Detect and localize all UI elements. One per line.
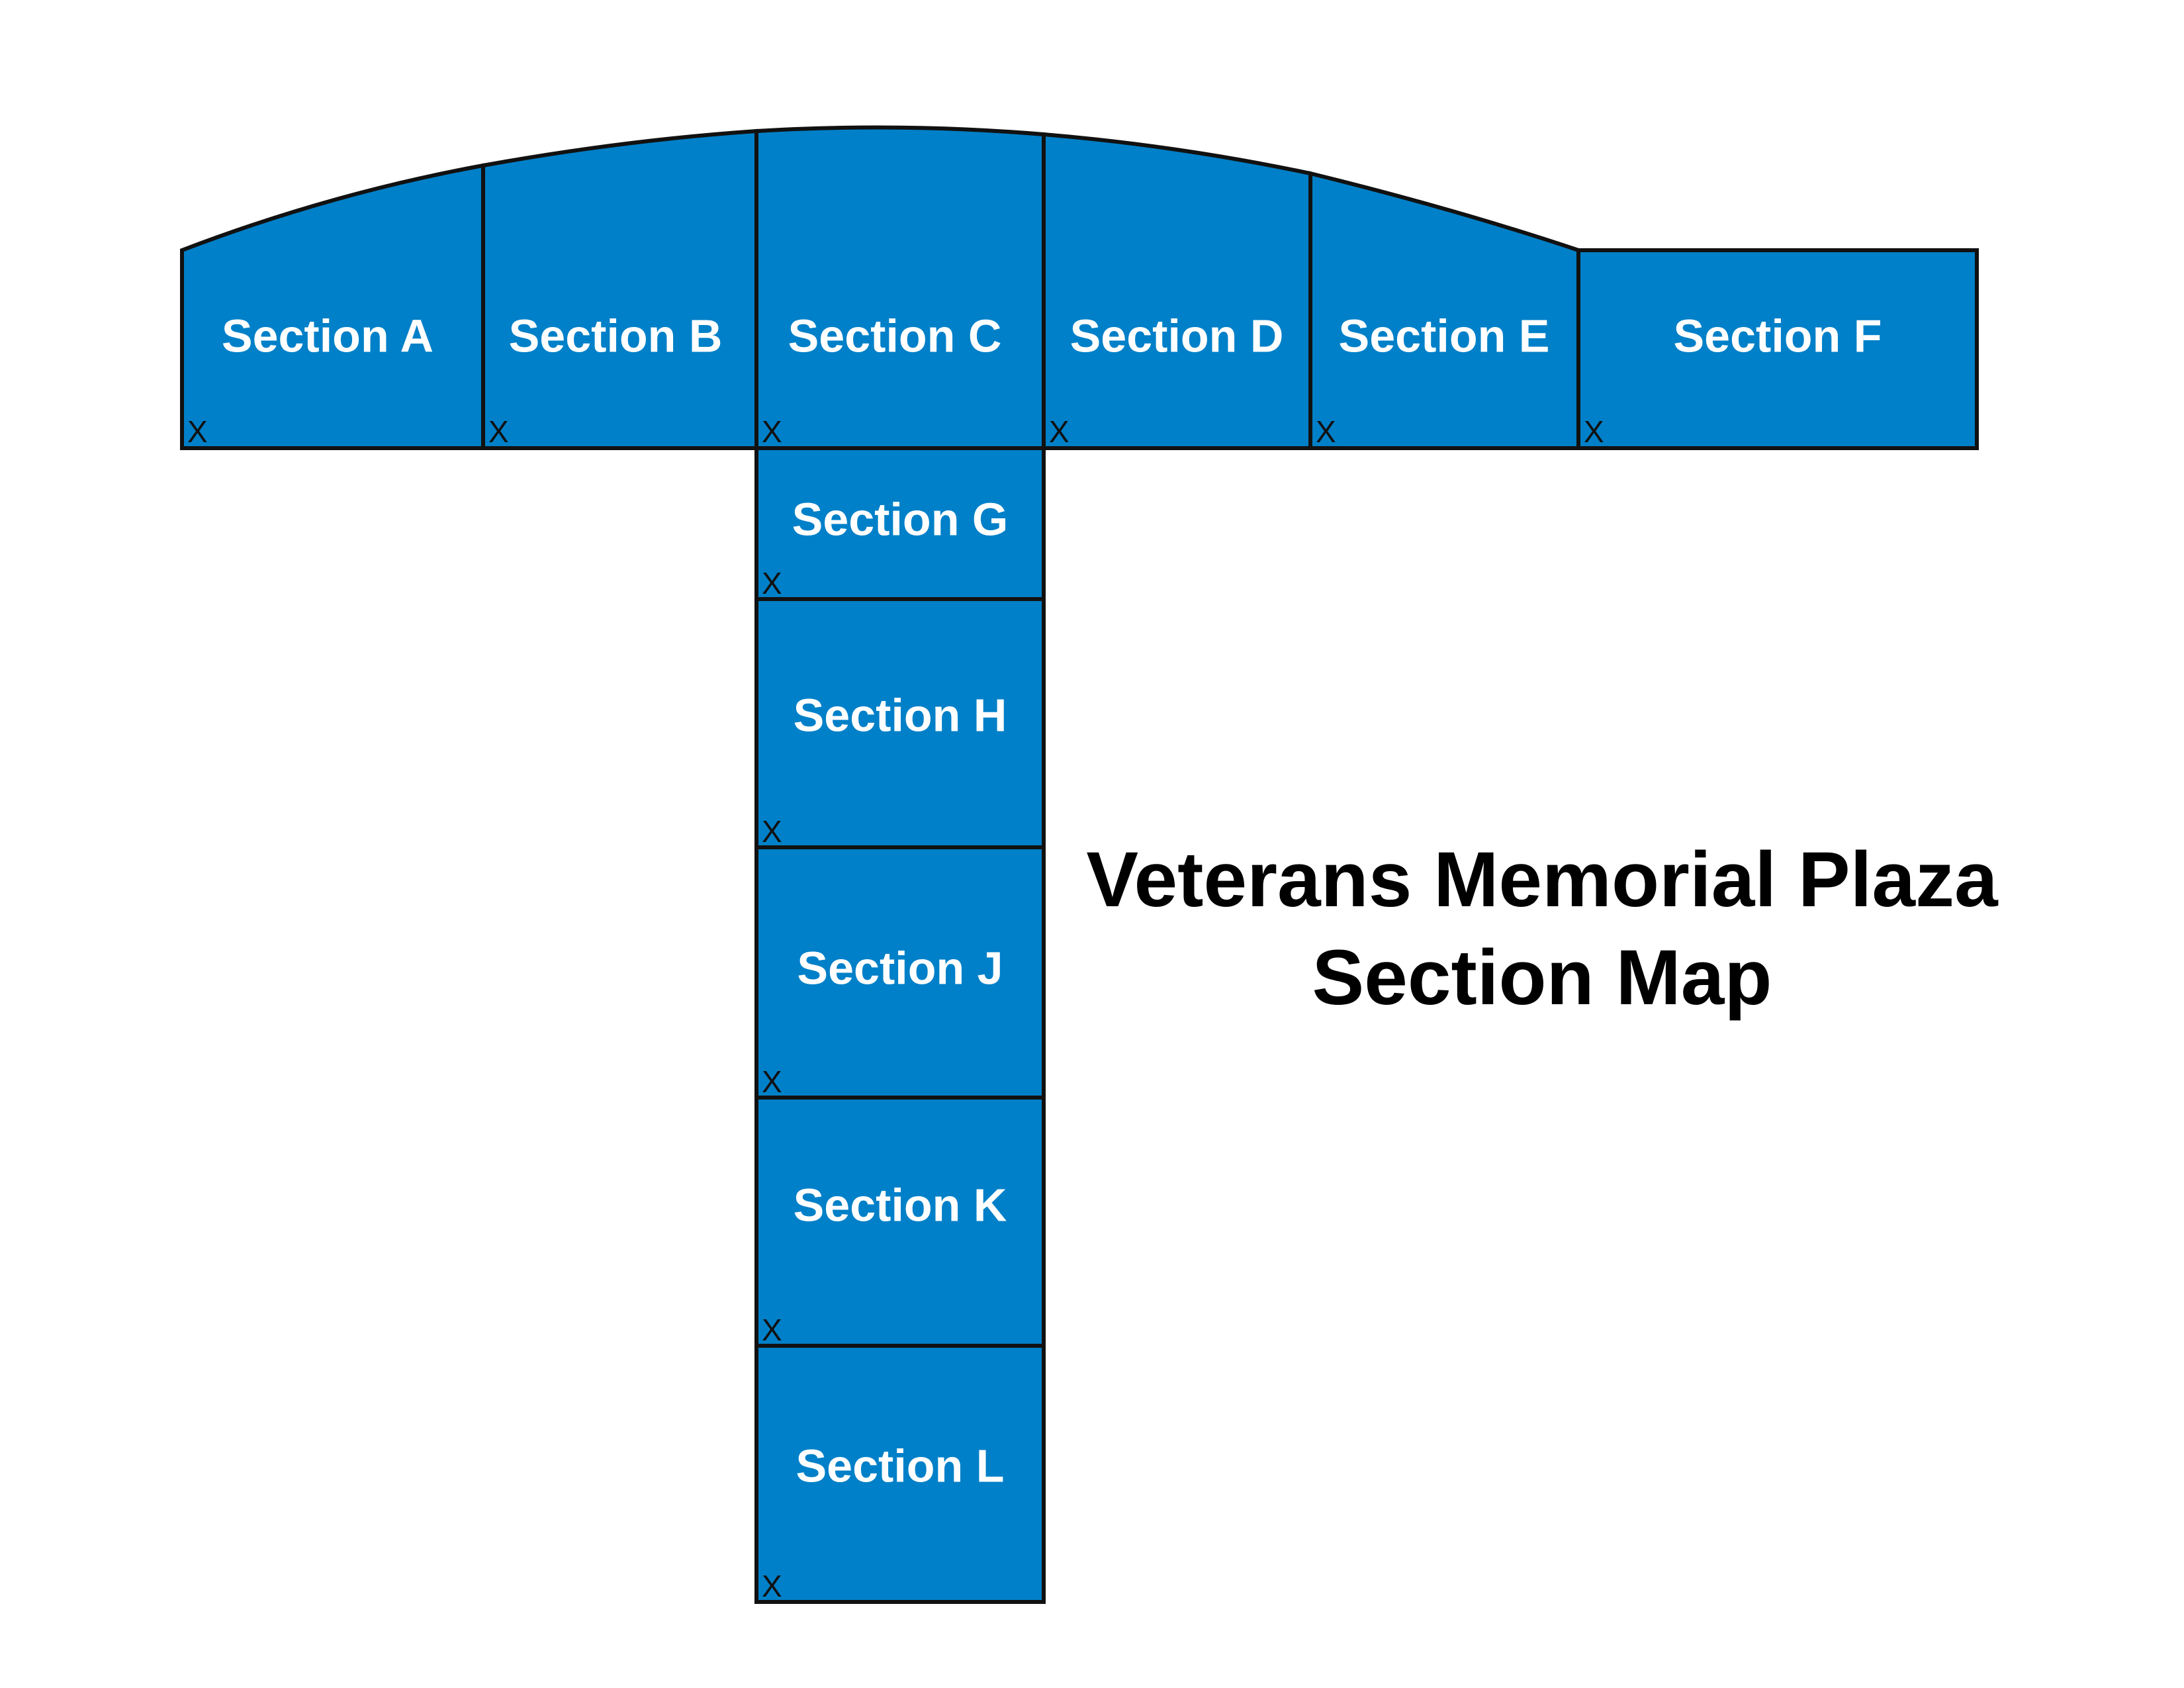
section-f-shape[interactable] — [1576, 248, 1979, 450]
section-e[interactable]: Section E X — [1308, 171, 1580, 450]
section-l-marker: X — [762, 1569, 782, 1603]
section-b-marker: X — [488, 414, 509, 449]
section-f-label: Section F — [1673, 310, 1882, 361]
section-d[interactable]: Section D X — [1042, 132, 1312, 450]
section-d-shape[interactable] — [1042, 132, 1312, 450]
section-h[interactable]: Section H X — [754, 597, 1046, 849]
section-a[interactable]: Section A X — [180, 163, 485, 450]
section-h-label: Section H — [794, 689, 1007, 741]
section-l[interactable]: Section L X — [754, 1344, 1046, 1604]
map-title-line1: Veterans Memorial Plaza — [1086, 836, 1998, 923]
section-k[interactable]: Section K X — [754, 1096, 1046, 1348]
section-f-marker: X — [1584, 414, 1604, 449]
section-b-label: Section B — [509, 310, 723, 361]
section-e-label: Section E — [1339, 310, 1550, 361]
section-c-shape[interactable] — [754, 125, 1046, 450]
map-title-line2: Section Map — [1312, 934, 1772, 1021]
section-f[interactable]: Section F X — [1576, 248, 1979, 450]
section-c[interactable]: Section C X — [754, 125, 1046, 450]
section-a-label: Section A — [222, 310, 433, 361]
map-title: Veterans Memorial Plaza Section Map — [1046, 831, 2038, 1027]
section-b[interactable]: Section B X — [481, 128, 758, 450]
section-k-label: Section K — [794, 1179, 1007, 1231]
section-a-marker: X — [187, 414, 208, 449]
section-j-marker: X — [762, 1064, 782, 1099]
section-g[interactable]: Section G X — [754, 446, 1046, 601]
section-d-label: Section D — [1070, 310, 1284, 361]
section-d-marker: X — [1049, 414, 1069, 449]
section-k-marker: X — [762, 1313, 782, 1347]
section-l-label: Section L — [796, 1440, 1004, 1491]
section-e-marker: X — [1316, 414, 1336, 449]
section-c-marker: X — [762, 414, 782, 449]
section-j[interactable]: Section J X — [754, 845, 1046, 1100]
section-c-label: Section C — [788, 310, 1002, 361]
section-h-marker: X — [762, 814, 782, 849]
sections-layer: Section A X Section B X Section C X Section D X… — [180, 125, 1979, 1604]
section-e-shape[interactable] — [1308, 171, 1580, 450]
section-b-shape[interactable] — [481, 128, 758, 450]
section-j-label: Section J — [797, 942, 1003, 994]
section-g-label: Section G — [792, 493, 1009, 545]
section-l-shape[interactable] — [754, 1344, 1046, 1604]
section-g-marker: X — [762, 566, 782, 600]
section-a-shape[interactable] — [180, 163, 485, 450]
